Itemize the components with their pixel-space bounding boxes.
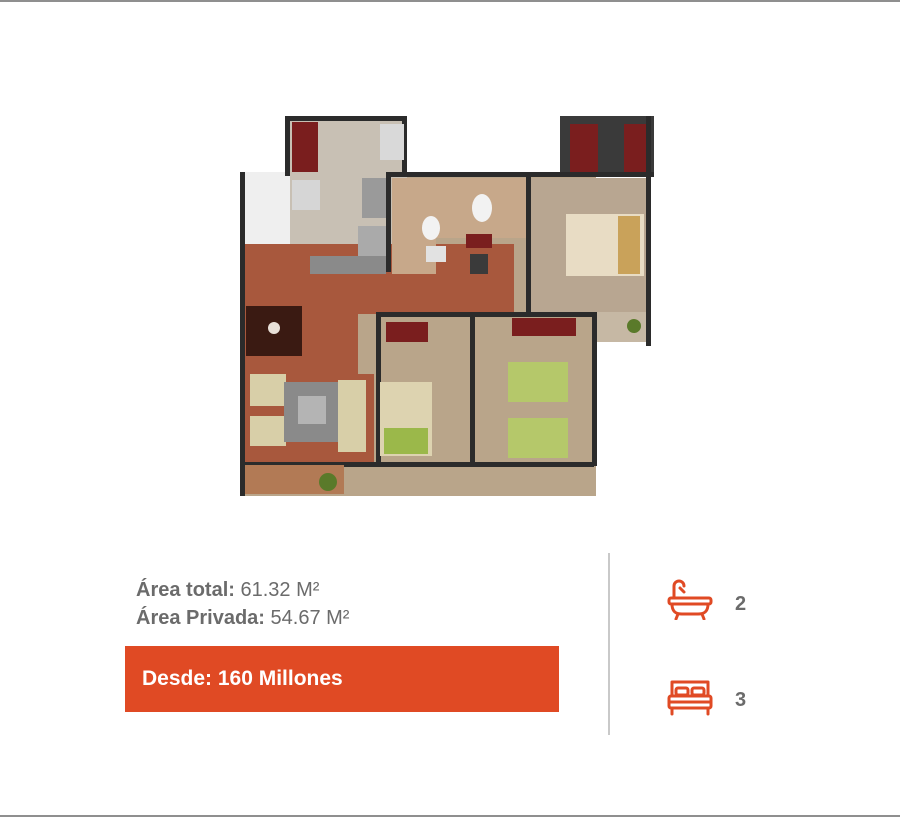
- area-total-row: Área total: 61.32 M²: [136, 576, 349, 604]
- area-privada-row: Área Privada: 54.67 M²: [136, 604, 349, 632]
- bathrooms-count: 2: [735, 593, 747, 615]
- price-label: Desde: 160 Millones: [142, 667, 343, 690]
- price-banner: Desde: 160 Millones: [125, 646, 559, 712]
- area-privada-label: Área Privada:: [136, 607, 265, 629]
- bathtub-icon: [667, 579, 713, 620]
- bottom-border: [0, 815, 900, 817]
- bed-icon: [667, 680, 713, 716]
- area-info: Área total: 61.32 M² Área Privada: 54.67…: [136, 576, 349, 632]
- floor-plan-image: [240, 116, 654, 496]
- bedrooms-count: 3: [735, 689, 747, 711]
- area-total-label: Área total:: [136, 579, 235, 601]
- vertical-divider: [608, 553, 610, 735]
- top-border: [0, 0, 900, 2]
- area-privada-value: 54.67 M²: [270, 607, 350, 629]
- area-total-value: 61.32 M²: [240, 579, 320, 601]
